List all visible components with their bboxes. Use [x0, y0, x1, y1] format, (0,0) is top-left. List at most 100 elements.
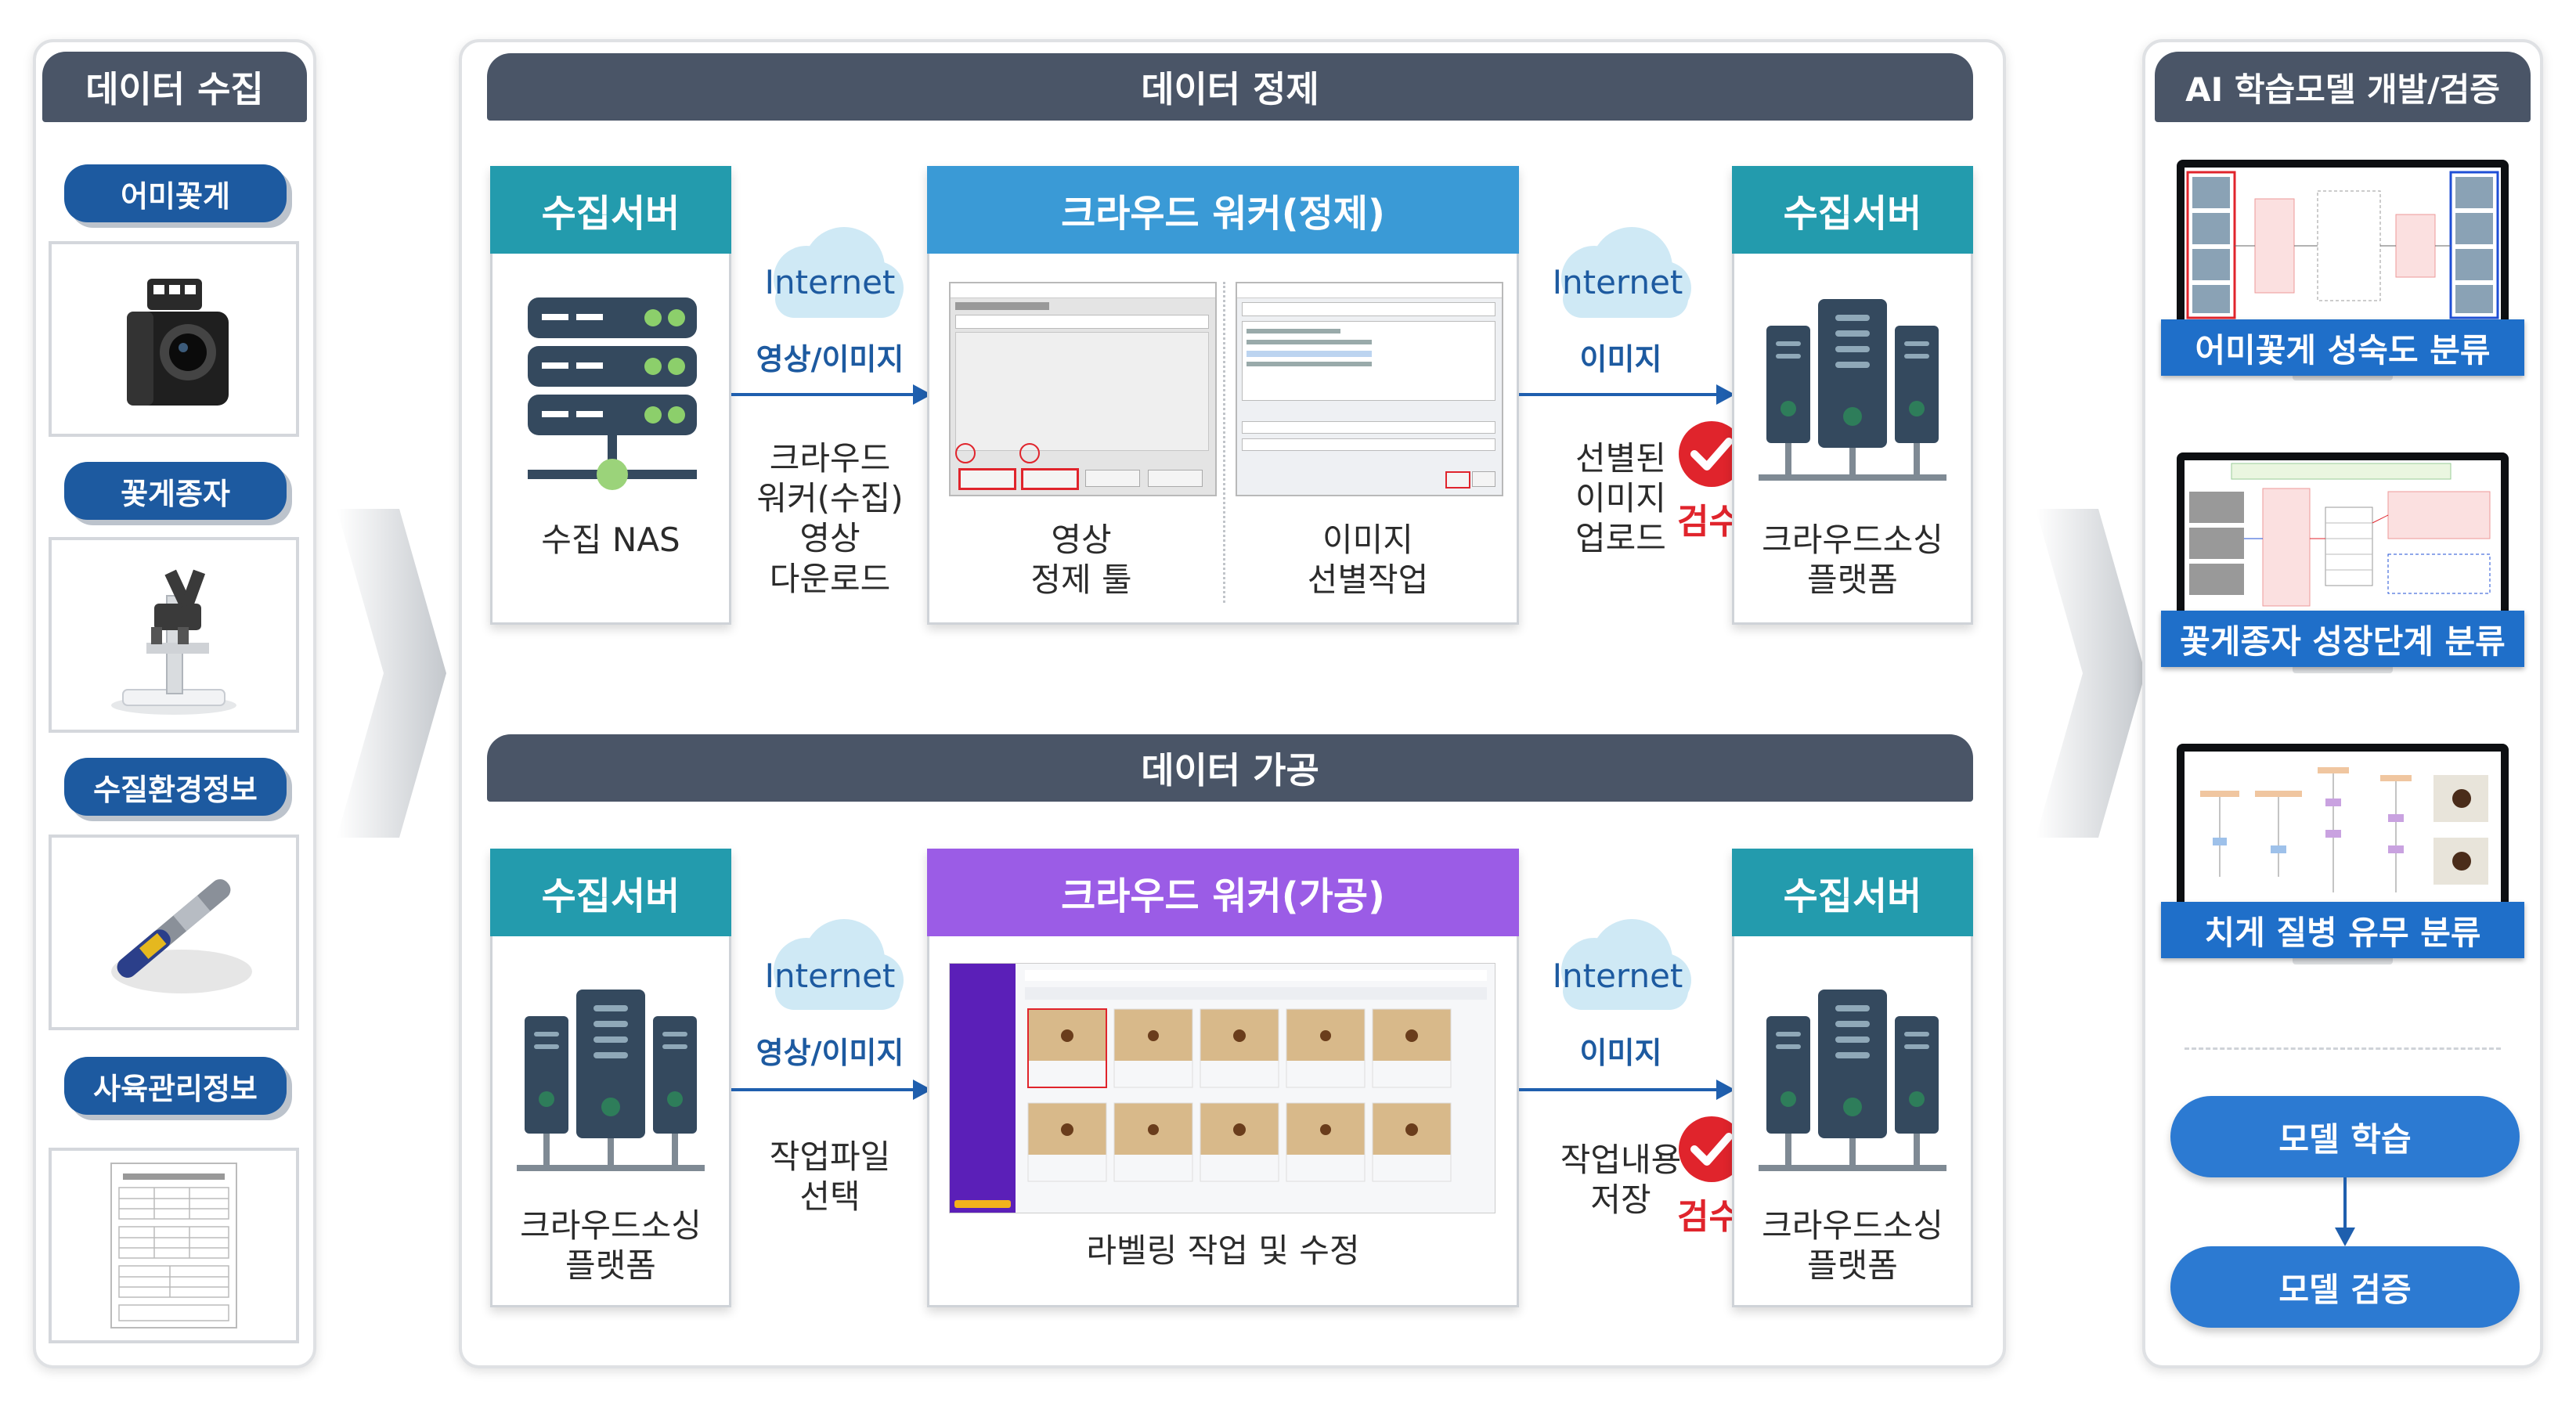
- text-line: 워커(수집): [756, 479, 904, 518]
- model-diagram-thumbnail: [2189, 463, 2491, 607]
- monitor-1: [2177, 160, 2509, 410]
- text-line: 정제 툴: [1030, 561, 1132, 600]
- check-icon: [1679, 1116, 1744, 1182]
- divider: [2185, 1047, 2501, 1050]
- microscope-icon: [111, 569, 236, 715]
- text-line: 선택: [799, 1177, 860, 1217]
- monitor-screen: [2177, 160, 2509, 332]
- pill-water-quality: 수질환경정보: [64, 758, 287, 816]
- action-camera-image: [49, 241, 299, 437]
- pill-mother-crab: 어미꽃게: [64, 164, 287, 222]
- data-refine-title: 데이터 정제: [487, 53, 1973, 121]
- text-line: 업로드: [1575, 519, 1666, 558]
- chevron-right-icon: [337, 509, 446, 838]
- image-video-label: 영상/이미지: [756, 1036, 904, 1070]
- video-refine-tool-screenshot: [949, 282, 1217, 496]
- water-sensor-image: [49, 835, 299, 1030]
- text-line: 작업파일: [769, 1137, 891, 1176]
- labeling-studio-screenshot: [949, 963, 1495, 1213]
- text-line: 영상: [799, 519, 860, 558]
- text-line: 선별작업: [1307, 561, 1429, 600]
- flow-arrow: [731, 1080, 932, 1100]
- inspection-label: 검수: [1677, 1197, 1741, 1237]
- text-line: 저장: [1590, 1181, 1651, 1220]
- internet-label: Internet: [1552, 263, 1683, 301]
- cloud-icon: [774, 227, 904, 318]
- image-label: 이미지: [1579, 342, 1662, 377]
- text-line: 크라우드소싱: [1762, 521, 1943, 559]
- worker-header: 크라우드 워커(가공): [927, 849, 1519, 936]
- crowd-platform-caption: 크라우드소싱 플랫폼: [1732, 1206, 1973, 1285]
- model-train-button: 모델 학습: [2170, 1096, 2520, 1177]
- cloud-icon: [774, 919, 904, 1010]
- model-diagram-thumbnail: [2200, 767, 2488, 892]
- internet-label: Internet: [1552, 957, 1683, 995]
- image-label: 이미지: [1579, 1036, 1662, 1070]
- check-icon: [1679, 421, 1744, 487]
- monitor-label-2: 꽃게종자 성장단계 분류: [2161, 611, 2524, 667]
- pill-crab-seed: 꽃게종자: [64, 462, 287, 520]
- image-select-screenshot: [1236, 282, 1503, 496]
- worker-header: 크라우드 워커(정제): [927, 166, 1519, 254]
- text-line: 이미지: [1322, 521, 1413, 559]
- action-camera-icon: [127, 279, 229, 406]
- divider: [1223, 282, 1227, 603]
- microscope-image: [49, 537, 299, 733]
- data-process-title: 데이터 가공: [487, 734, 1973, 802]
- water-sensor-icon: [111, 879, 252, 993]
- work-file-text: 작업파일 선택: [731, 1137, 929, 1217]
- server-rack-icon: [1759, 990, 1946, 1171]
- breeding-document-image: [49, 1148, 299, 1343]
- server-header: 수집서버: [490, 849, 731, 936]
- server-header: 수집서버: [1732, 166, 1973, 254]
- monitor-label-3: 치게 질병 유무 분류: [2161, 902, 2524, 958]
- text-line: 크라우드소싱: [520, 1206, 702, 1245]
- text-line: 작업내용: [1560, 1141, 1682, 1179]
- monitor-screen: [2177, 452, 2509, 625]
- data-collection-title: 데이터 수집: [42, 52, 307, 122]
- arrow-down-icon: [2335, 1177, 2355, 1246]
- text-line: 플랫폼: [1807, 561, 1898, 600]
- text-line: 크라우드: [769, 439, 891, 478]
- crowd-platform-caption: 크라우드소싱 플랫폼: [490, 1206, 731, 1285]
- text-line: 플랫폼: [565, 1246, 656, 1285]
- server-header: 수집서버: [490, 166, 731, 254]
- crowd-platform-caption: 크라우드소싱 플랫폼: [1732, 520, 1973, 600]
- download-text: 크라우드 워커(수집) 영상 다운로드: [731, 438, 929, 599]
- document-icon: [110, 1163, 237, 1328]
- monitor-3: [2177, 744, 2509, 994]
- text-line: 영상: [1051, 521, 1112, 559]
- upload-text: 선별된 이미지 업로드: [1558, 438, 1683, 559]
- select-caption: 이미지 선별작업: [1236, 520, 1500, 600]
- server-header: 수집서버: [1732, 849, 1973, 936]
- server-rack-icon: [517, 990, 705, 1171]
- internet-label: Internet: [764, 263, 896, 301]
- text-line: 다운로드: [769, 559, 891, 598]
- inspection-label: 검수: [1677, 502, 1741, 542]
- flow-arrow: [731, 384, 932, 405]
- cloud-icon: [1561, 919, 1691, 1010]
- model-diagram-thumbnail: [2186, 171, 2499, 319]
- labeling-caption: 라벨링 작업 및 수정: [1086, 1231, 1360, 1270]
- text-line: 선별된: [1575, 439, 1666, 478]
- model-verify-button: 모델 검증: [2170, 1246, 2520, 1328]
- pill-breeding-management: 사육관리정보: [64, 1057, 287, 1115]
- flow-arrow: [1519, 1080, 1735, 1100]
- text-line: 이미지: [1575, 479, 1666, 518]
- text-line: 크라우드소싱: [1762, 1206, 1943, 1245]
- image-video-label: 영상/이미지: [756, 342, 904, 377]
- nas-caption: 수집 NAS: [541, 521, 680, 559]
- internet-label: Internet: [764, 957, 896, 995]
- monitor-label-1: 어미꽃게 성숙도 분류: [2161, 319, 2524, 376]
- monitor-screen: [2177, 744, 2509, 916]
- nas-server-icon: [528, 297, 697, 490]
- cloud-icon: [1561, 227, 1691, 318]
- server-rack-icon: [1759, 299, 1946, 481]
- ai-model-title: AI 학습모델 개발/검증: [2155, 52, 2531, 122]
- thumbnail-grid: [1027, 1008, 1452, 1182]
- flow-arrow: [1519, 384, 1735, 405]
- tool-caption: 영상 정제 툴: [949, 520, 1214, 600]
- text-line: 플랫폼: [1807, 1246, 1898, 1285]
- monitor-2: [2177, 452, 2509, 703]
- save-text: 작업내용 저장: [1558, 1140, 1683, 1220]
